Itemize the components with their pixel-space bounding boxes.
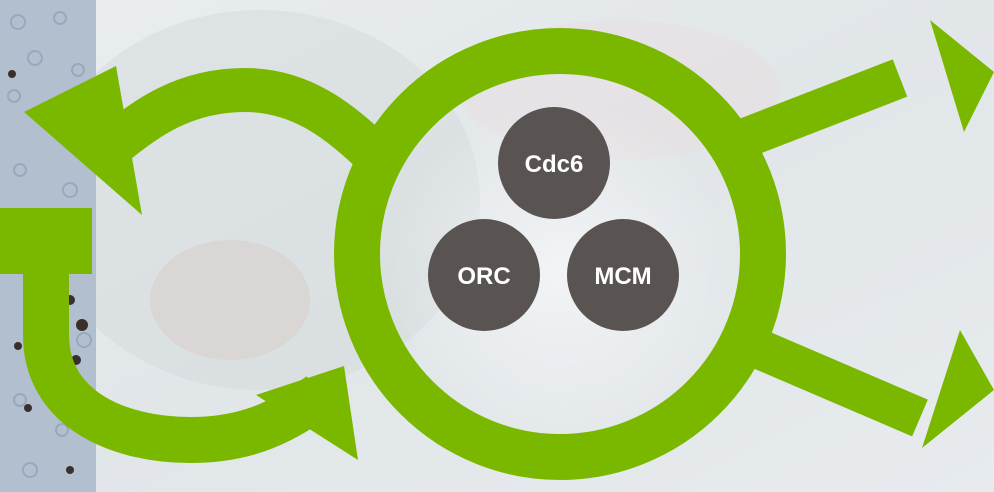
cycle-ring	[334, 28, 786, 480]
background-dish-blur	[150, 240, 310, 360]
node-cdc6-circle	[498, 107, 610, 219]
node-cdc6-label: Cdc6	[525, 151, 584, 178]
node-mcm: MCM	[567, 219, 679, 331]
lower-arrowhead	[256, 366, 358, 460]
protein-complex-nodes: Cdc6 ORC MCM	[428, 107, 679, 331]
pathway-arrows	[0, 20, 994, 480]
node-mcm-label: MCM	[594, 263, 651, 290]
node-mcm-circle	[567, 219, 679, 331]
lower-right-shaft	[730, 321, 928, 437]
node-orc-label: ORC	[457, 263, 510, 290]
node-orc-circle	[428, 219, 540, 331]
left-arrowhead	[24, 66, 142, 215]
upper-right-shaft	[732, 59, 908, 159]
left-bar	[0, 208, 92, 274]
lower-left-loop	[22, 274, 334, 464]
background-light	[390, 100, 730, 440]
upper-left-loop	[95, 67, 396, 176]
upper-right-arrowhead	[930, 20, 994, 132]
node-cdc6: Cdc6	[498, 107, 610, 219]
lower-right-arrowhead	[922, 330, 994, 448]
node-orc: ORC	[428, 219, 540, 331]
